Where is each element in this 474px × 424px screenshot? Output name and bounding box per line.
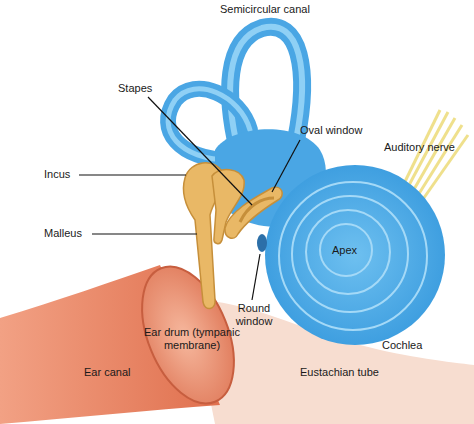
part-label: Incus bbox=[44, 168, 70, 181]
ear-drum bbox=[124, 253, 252, 416]
part-label: Round window bbox=[230, 302, 278, 327]
part-label: Apex bbox=[332, 244, 357, 257]
round-window bbox=[257, 234, 267, 252]
part-label: Eustachian tube bbox=[300, 366, 379, 379]
part-label: Ear canal bbox=[84, 366, 130, 379]
part-label: Oval window bbox=[300, 124, 362, 137]
part-label: Ear drum (tympanic membrane) bbox=[140, 326, 244, 351]
leader-lines bbox=[79, 97, 300, 300]
part-label: Cochlea bbox=[382, 339, 422, 352]
part-label: Stapes bbox=[118, 82, 152, 95]
cochlea bbox=[265, 165, 445, 345]
part-label: Malleus bbox=[44, 227, 82, 240]
part-label: Auditory nerve bbox=[384, 141, 455, 154]
part-label: Semicircular canal bbox=[220, 3, 310, 16]
